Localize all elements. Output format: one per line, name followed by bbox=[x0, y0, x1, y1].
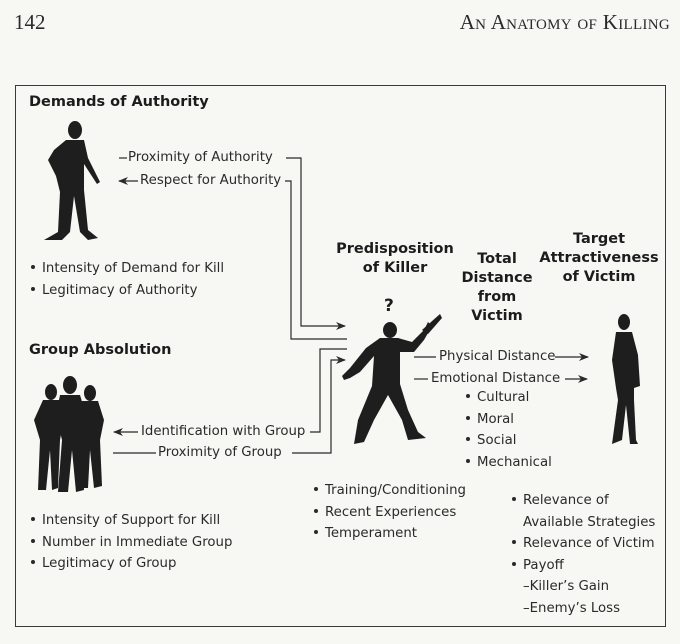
distance-bullets: Cultural Moral Social Mechanical bbox=[466, 387, 552, 473]
bullet-item: Intensity of Support for Kill bbox=[31, 510, 232, 532]
group-bullets: Intensity of Support for Kill Number in … bbox=[31, 510, 232, 575]
killer-heading: Predisposition of Killer bbox=[336, 241, 454, 276]
physical-distance-label: Physical Distance bbox=[439, 349, 556, 364]
bullet-item-continuation: Available Strategies bbox=[523, 514, 656, 530]
group-heading: Group Absolution bbox=[29, 342, 172, 358]
respect-authority-connector bbox=[285, 180, 347, 340]
question-mark-icon: ? bbox=[384, 296, 394, 316]
group-icon bbox=[34, 376, 104, 492]
killer-icon bbox=[342, 314, 442, 444]
target-bullets: Relevance of Available Strategies Releva… bbox=[512, 490, 655, 619]
identification-group-label: Identification with Group bbox=[141, 424, 306, 439]
bullet-item: Mechanical bbox=[466, 452, 552, 474]
proximity-group-connector bbox=[292, 356, 346, 454]
bullet-item: Relevance of bbox=[512, 490, 655, 512]
bullet-item: Number in Immediate Group bbox=[31, 532, 232, 554]
sub-item: –Enemy’s Loss bbox=[523, 600, 621, 616]
bullet-item: Intensity of Demand for Kill bbox=[31, 258, 224, 280]
identification-group-connector bbox=[310, 348, 347, 433]
authority-bullets: Intensity of Demand for Kill Legitimacy … bbox=[31, 258, 224, 301]
target-heading: Target Attractiveness of Victim bbox=[539, 231, 659, 285]
proximity-authority-label: Proximity of Authority bbox=[128, 150, 273, 165]
victim-icon bbox=[612, 314, 640, 444]
proximity-group-label: Proximity of Group bbox=[158, 445, 282, 460]
authority-heading: Demands of Authority bbox=[29, 94, 209, 110]
bullet-item: Cultural bbox=[466, 387, 552, 409]
bullet-item: Moral bbox=[466, 409, 552, 431]
diagram-frame bbox=[15, 85, 666, 627]
page-number: 142 bbox=[14, 10, 46, 34]
emotional-distance-label: Emotional Distance bbox=[431, 371, 561, 386]
bullet-item: Training/Conditioning bbox=[314, 480, 466, 502]
distance-heading: Total Distance from Victim bbox=[461, 251, 533, 324]
bullet-item: Recent Experiences bbox=[314, 502, 466, 524]
bullet-item: Temperament bbox=[314, 523, 466, 545]
bullet-item: Legitimacy of Group bbox=[31, 553, 232, 575]
respect-authority-label: Respect for Authority bbox=[140, 173, 282, 188]
running-head: An Anatomy of Killing bbox=[459, 10, 670, 34]
killer-bullets: Training/Conditioning Recent Experiences… bbox=[314, 480, 466, 545]
proximity-authority-connector bbox=[286, 157, 346, 330]
bullet-item: Relevance of Victim bbox=[512, 533, 655, 555]
bullet-item: Legitimacy of Authority bbox=[31, 280, 224, 302]
authority-figure-icon bbox=[44, 121, 100, 240]
bullet-item: Social bbox=[466, 430, 552, 452]
bullet-item: Payoff bbox=[512, 555, 655, 577]
sub-item: –Killer’s Gain bbox=[523, 579, 610, 594]
